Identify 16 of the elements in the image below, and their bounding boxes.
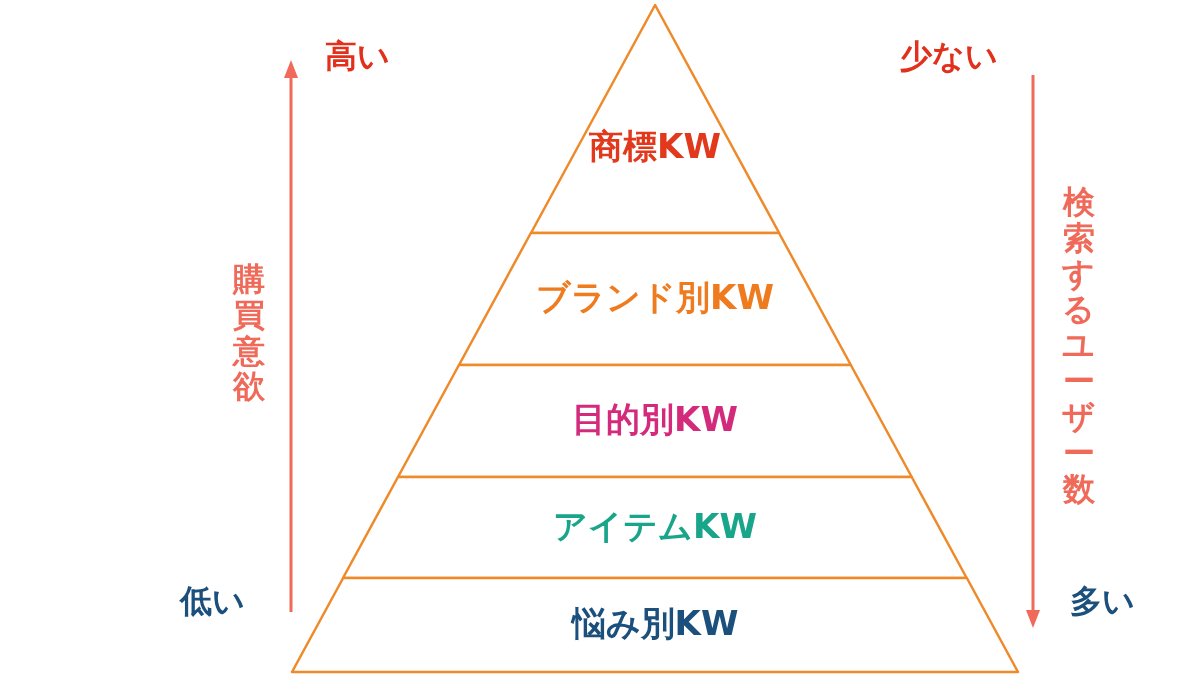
- pyramid-tier: [398, 365, 912, 477]
- tier-label: アイテムKW: [552, 508, 758, 543]
- pyramid-tier: [343, 477, 967, 578]
- scale-label: 高い: [325, 40, 390, 72]
- scale-label: 多い: [1070, 585, 1135, 617]
- axis-label: 購買意欲: [232, 262, 266, 406]
- scale-label: 低い: [180, 585, 245, 617]
- pyramid-tier: [459, 233, 851, 365]
- tier-label: 目的別KW: [571, 402, 739, 436]
- axis-label: 検索するユーザー数: [1062, 185, 1096, 508]
- pyramid-tier: [292, 578, 1018, 672]
- tier-label: 商標KW: [588, 129, 722, 164]
- tier-label: 悩み別KW: [569, 606, 740, 640]
- scale-label: 少ない: [900, 40, 998, 72]
- pyramid-tier: [530, 5, 780, 233]
- tier-label: ブランド別KW: [535, 280, 775, 314]
